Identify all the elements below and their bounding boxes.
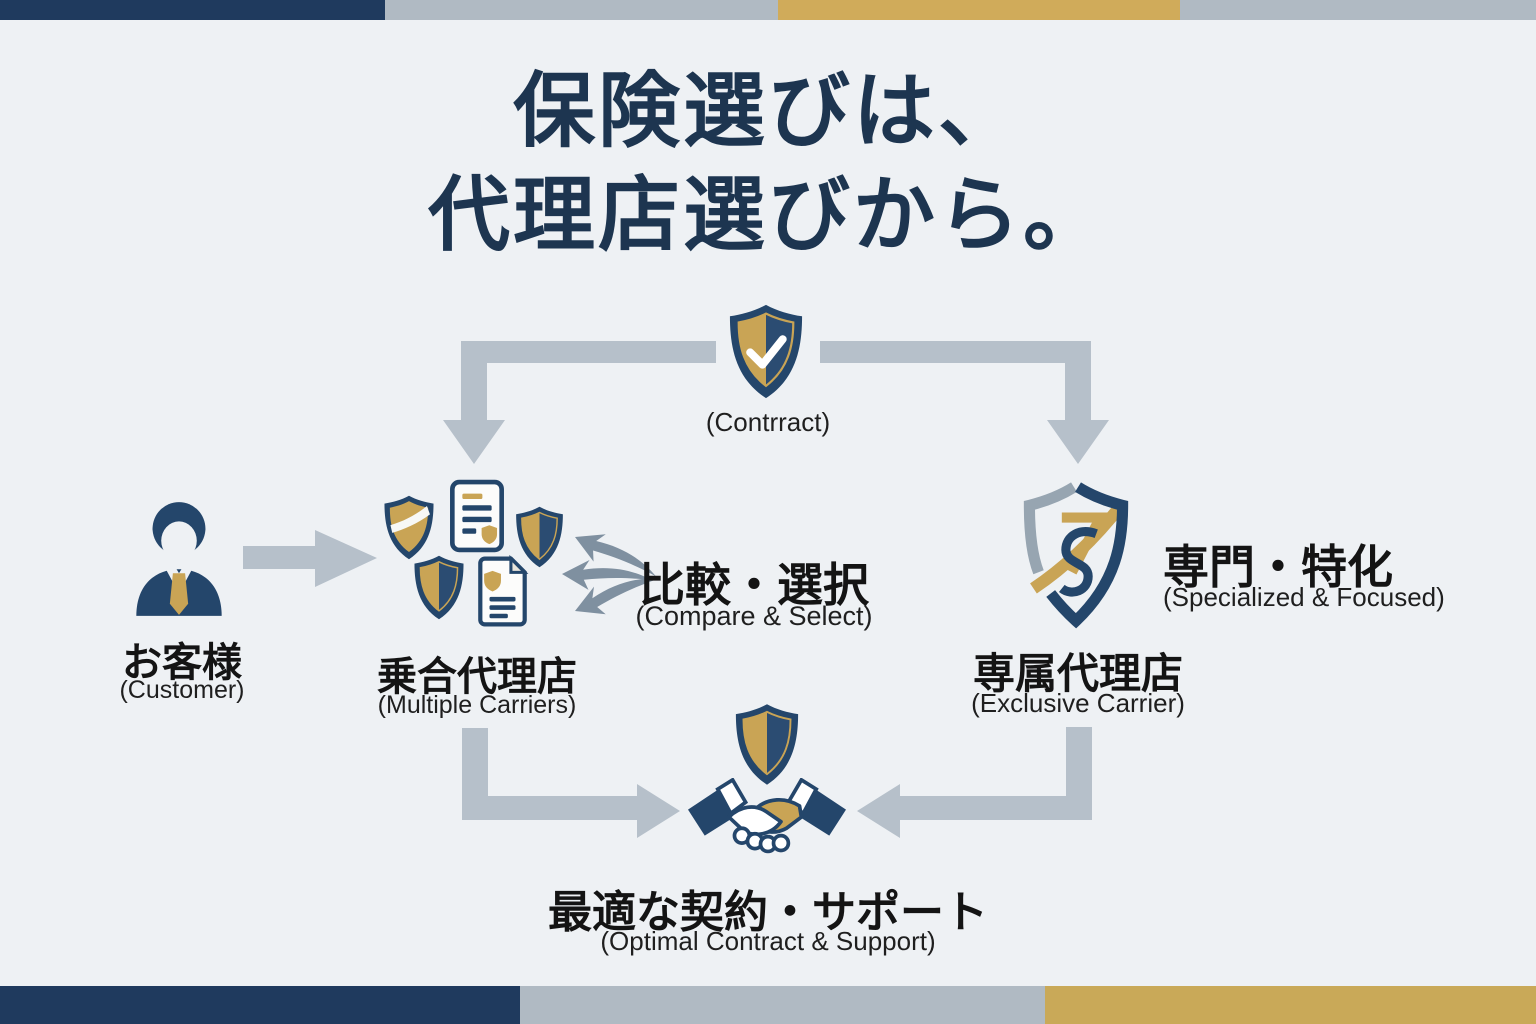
split-shield-icon (729, 702, 805, 787)
optimal-support-label-en: (Optimal Contract & Support) (600, 926, 936, 956)
striped-shield-icon (379, 494, 439, 561)
arrow-customer-to-multiple (243, 530, 377, 587)
handshake-icon (688, 778, 846, 871)
split-shield-icon (409, 554, 469, 621)
optimal-support-label-ja: 最適な契約・サポート (548, 888, 988, 937)
compare-select-label-ja: 比較・選択 (639, 559, 869, 611)
arrow-exclusive-to-optimal (857, 727, 1092, 838)
customer-person-icon (128, 494, 230, 620)
title-line-1: 保険選びは、 (512, 66, 1023, 157)
customer-label-en: (Customer) (119, 676, 245, 704)
customer-label-ja: お客様 (122, 641, 242, 685)
bottom-bar-navy-segment (0, 986, 520, 1024)
arrow-contract-to-exclusive (820, 341, 1109, 464)
compare-arrow-top (575, 534, 656, 577)
check-shield-icon (722, 302, 810, 401)
arrow-multiple-to-optimal (462, 728, 680, 838)
bottom-border-bar (0, 986, 1536, 1024)
multiple-carriers-label-ja: 乗合代理店 (377, 655, 577, 699)
document-shield-icon (474, 554, 531, 629)
title-line-2: 代理店選びから。 (427, 170, 1108, 261)
compare-arrow-bottom (575, 578, 660, 615)
top-border-bar (0, 0, 1536, 20)
top-bar-gray-segment (385, 0, 778, 20)
specialized-label-ja: 専門・特化 (1163, 541, 1393, 593)
bottom-bar-gold-segment (1045, 986, 1536, 1024)
policy-document-icon (449, 479, 505, 553)
compare-arrow-middle (562, 559, 652, 590)
top-bar-navy-segment (0, 0, 385, 20)
monogram-shield-logo (1005, 477, 1147, 634)
arrow-contract-to-multiple (443, 341, 716, 464)
compare-select-label-en: (Compare & Select) (635, 601, 873, 631)
top-bar-gold-segment (778, 0, 1180, 20)
exclusive-carrier-label-ja: 専属代理店 (972, 650, 1183, 697)
contract-label: (Contrract) (705, 407, 831, 437)
page-title: 保険選びは、 代理店選びから。 (0, 60, 1536, 268)
top-bar-gray-segment-2 (1180, 0, 1536, 20)
multiple-carriers-label-en: (Multiple Carriers) (377, 691, 577, 719)
bottom-bar-gray-segment (520, 986, 1045, 1024)
specialized-label-en: (Specialized & Focused) (1163, 582, 1445, 612)
exclusive-carrier-label-en: (Exclusive Carrier) (971, 688, 1185, 718)
